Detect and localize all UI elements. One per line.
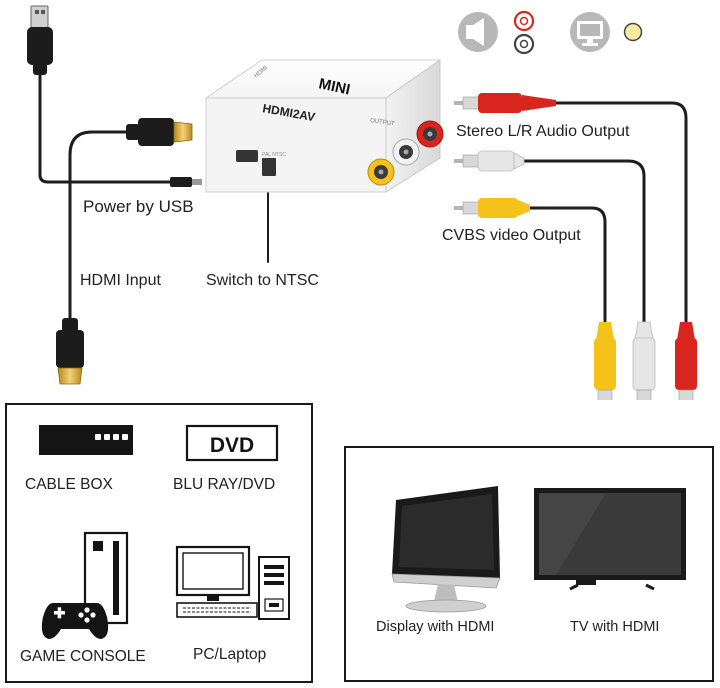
source-devices: DVD xyxy=(39,424,290,639)
sources-panel: DVD xyxy=(5,403,313,683)
rca-plug-yellow-horizontal xyxy=(454,198,530,218)
yellow-cable xyxy=(524,206,607,332)
power-label: Power by USB xyxy=(83,197,194,216)
device-port-av-label: OUTPUT xyxy=(370,118,396,127)
switch-label: Switch to NTSC xyxy=(206,272,319,289)
hdmi-input-label: HDMI Input xyxy=(80,272,161,289)
rca-plug-white-vertical xyxy=(632,321,656,400)
audio-output-label: Stereo L/R Audio Output xyxy=(456,123,630,140)
rca-plug-red-vertical xyxy=(675,322,697,400)
displays-panel: Display with HDMI TV with HDMI xyxy=(344,446,714,682)
gamepad-icon xyxy=(41,603,109,639)
rca-plug-yellow-vertical xyxy=(594,322,616,400)
white-cable xyxy=(518,159,646,332)
cable-box-icon xyxy=(39,425,133,455)
display-devices xyxy=(391,486,686,613)
device-brand: MINI xyxy=(317,75,352,98)
game-console-label: GAME CONSOLE xyxy=(20,648,146,665)
usb-cable xyxy=(38,70,178,184)
hdmi-plug-bottom xyxy=(56,318,84,385)
audio-jacks-icon xyxy=(513,10,535,55)
hdmi-plug-top xyxy=(126,118,193,146)
pc-icon xyxy=(175,545,290,620)
rca-plug-white-horizontal xyxy=(454,150,525,172)
rca-jack-yellow xyxy=(367,158,395,186)
tv-label: TV with HDMI xyxy=(570,619,660,635)
ntsc-switch xyxy=(262,158,276,176)
dvd-logo-text: DVD xyxy=(210,434,254,457)
cable-box-label: CABLE BOX xyxy=(25,476,113,493)
dvd-logo-icon: DVD xyxy=(185,424,279,462)
usb-plug xyxy=(27,5,53,75)
hdmi-cable xyxy=(68,130,130,324)
red-cable xyxy=(554,101,688,332)
cables xyxy=(38,70,688,332)
speaker-icon xyxy=(458,12,498,52)
rca-plug-red-horizontal xyxy=(454,93,556,113)
switch-marks: PAL NTSC xyxy=(262,152,286,158)
rca-jack-white xyxy=(392,138,420,166)
connection-diagram: MINI HDMI2AV HDMI OUTPUT PAL NTSC xyxy=(27,5,697,400)
blu-ray-label: BLU RAY/DVD xyxy=(173,476,276,493)
monitor-label: Display with HDMI xyxy=(376,619,495,635)
converter-box: MINI HDMI2AV HDMI OUTPUT PAL NTSC xyxy=(205,59,444,193)
tv-display-icon xyxy=(534,488,686,591)
pc-label: PC/Laptop xyxy=(193,646,267,663)
micro-usb-plug xyxy=(170,177,202,187)
micro-usb-port xyxy=(236,150,258,162)
monitor-icon xyxy=(570,12,610,52)
rca-jack-red xyxy=(416,120,444,148)
monitor-display-icon xyxy=(391,486,501,613)
video-output-label: CVBS video Output xyxy=(442,227,581,244)
video-jack-icon xyxy=(623,22,643,42)
